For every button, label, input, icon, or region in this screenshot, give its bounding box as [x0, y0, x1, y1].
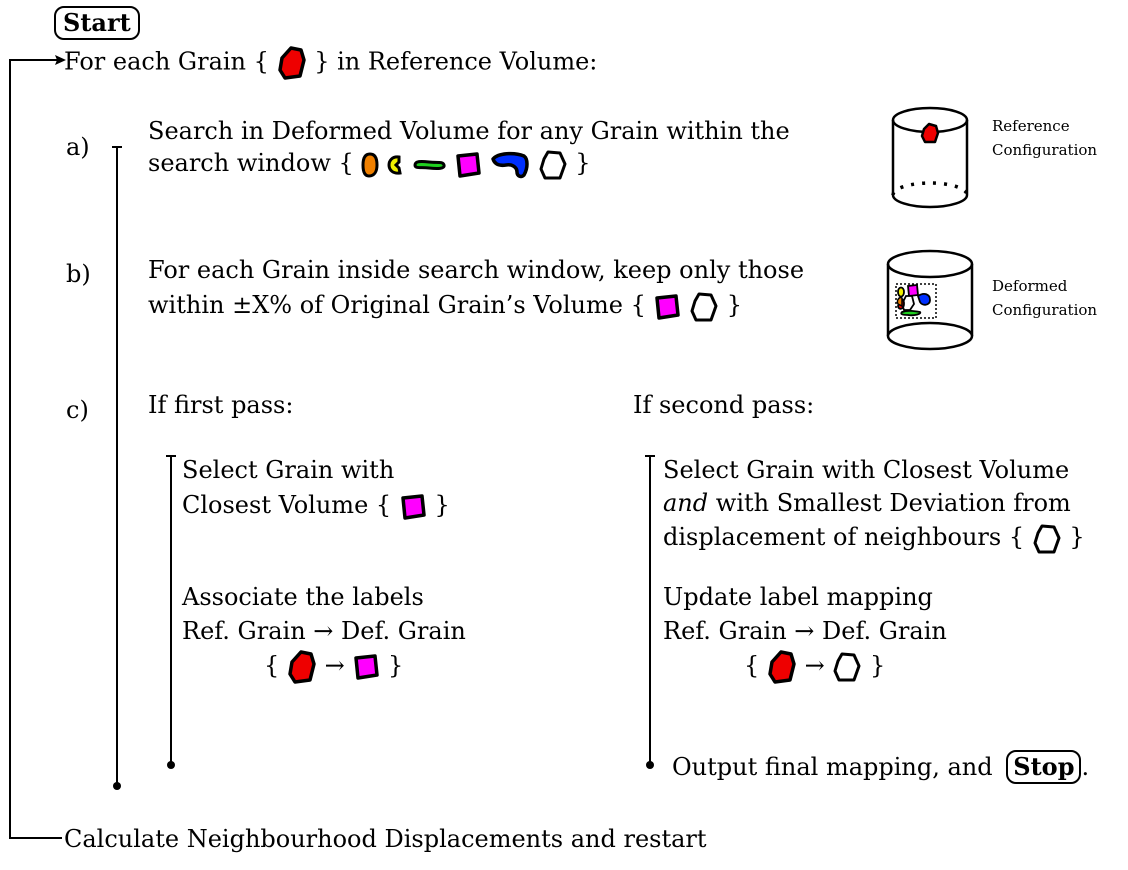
reference-cylinder-icon	[891, 106, 969, 209]
first-pass-bracket-dot	[167, 761, 175, 769]
magenta-grain-icon	[456, 151, 482, 178]
red-grain-icon	[768, 650, 796, 684]
second-pass-mapping: { → }	[744, 650, 885, 684]
second-pass-and-italic: and	[663, 489, 709, 517]
reference-config-line2: Configuration	[992, 141, 1098, 159]
reference-config-line1: Reference	[992, 117, 1070, 135]
second-pass-update-line1: Update label mapping	[663, 583, 933, 611]
white-grain-icon	[1033, 524, 1061, 553]
second-pass-select-line2: and with Smallest Deviation from	[663, 488, 1071, 518]
step-a-line2-pre: search window {	[148, 149, 354, 177]
magenta-grain-icon	[401, 493, 426, 520]
white-grain-icon	[833, 652, 861, 682]
first-pass-heading: If first pass:	[148, 391, 294, 419]
step-b-line2-post: }	[726, 291, 743, 319]
first-pass-select-line2-post: }	[434, 491, 450, 519]
output-final-mapping-text: Output final mapping, and	[672, 753, 993, 781]
second-pass-select-line3: displacement of neighbours { }	[663, 522, 1085, 555]
stop-period: .	[1081, 753, 1090, 781]
first-pass-assoc-line2: Ref. Grain → Def. Grain	[182, 617, 466, 645]
red-grain-icon	[288, 650, 316, 684]
second-pass-heading: If second pass:	[633, 391, 815, 419]
step-a-line2: search window { }	[148, 148, 591, 181]
stop-badge: Stop	[1006, 750, 1082, 784]
magenta-grain-icon	[354, 654, 380, 680]
deformed-config-line1: Deformed	[992, 277, 1068, 295]
second-pass-map-open: {	[744, 651, 760, 680]
magenta-grain-icon	[655, 293, 681, 320]
second-pass-select-line2-rest: with Smallest Deviation from	[708, 489, 1071, 517]
second-pass-map-arrow: →	[804, 651, 825, 680]
step-b-line2: within ±X% of Original Grain’s Volume { …	[148, 290, 742, 323]
step-a-line1: Search in Deformed Volume for any Grain …	[148, 117, 790, 145]
second-pass-output: Output final mapping, and Stop.	[672, 750, 1089, 784]
deformed-config-line2: Configuration	[992, 301, 1098, 319]
step-c-label: c)	[66, 396, 89, 424]
first-pass-map-close: }	[387, 651, 404, 680]
step-b-line2-pre: within ±X% of Original Grain’s Volume {	[148, 291, 646, 319]
first-pass-assoc-line1: Associate the labels	[182, 583, 424, 611]
main-bracket-dot	[113, 782, 121, 790]
loop-header-pre: For each Grain {	[64, 47, 269, 76]
second-pass-select-line1: Select Grain with Closest Volume	[663, 456, 1070, 484]
orange-grain-icon	[361, 151, 379, 178]
first-pass-map-open: {	[264, 651, 280, 680]
first-pass-map-arrow: →	[324, 651, 345, 680]
yellow-grain-icon	[387, 154, 402, 175]
green-grain-icon	[413, 159, 446, 170]
blue-grain-icon	[491, 151, 529, 178]
start-badge: Start	[54, 6, 140, 40]
loop-header: For each Grain { } in Reference Volume:	[64, 46, 597, 80]
loop-footer: Calculate Neighbourhood Displacements an…	[64, 825, 707, 853]
loop-line	[9, 59, 62, 839]
second-pass-select-line3-post: }	[1069, 523, 1085, 551]
white-grain-icon	[690, 292, 718, 321]
step-b-line1: For each Grain inside search window, kee…	[148, 256, 805, 284]
red-grain-icon	[277, 46, 306, 80]
step-a-line2-post: }	[575, 149, 591, 177]
second-pass-update-line2: Ref. Grain → Def. Grain	[663, 617, 947, 645]
loop-arrowhead	[55, 55, 66, 65]
second-pass-map-close: }	[869, 651, 886, 680]
second-pass-bracket-dot	[646, 761, 654, 769]
white-grain-icon	[539, 150, 567, 179]
first-pass-select-line2-pre: Closest Volume {	[182, 491, 392, 519]
step-a-label: a)	[66, 133, 90, 161]
first-pass-select-line1: Select Grain with	[182, 456, 395, 484]
second-pass-select-line3-pre: displacement of neighbours {	[663, 523, 1025, 551]
loop-header-post: } in Reference Volume:	[314, 47, 598, 76]
first-pass-mapping: { → }	[264, 650, 403, 684]
deformed-cylinder-icon	[886, 249, 974, 351]
first-pass-select-line2: Closest Volume { }	[182, 490, 450, 521]
step-b-label: b)	[66, 260, 91, 288]
